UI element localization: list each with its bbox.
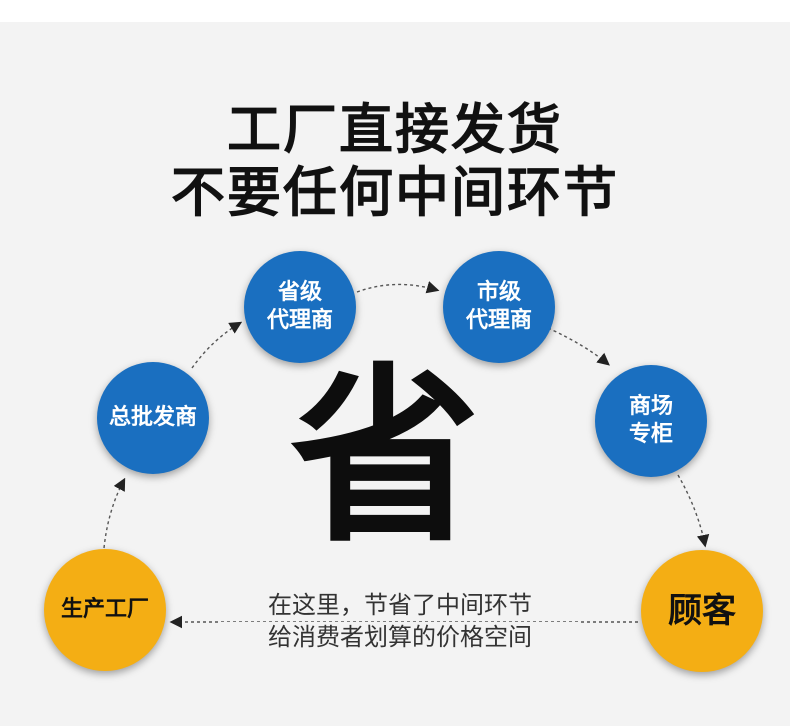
- node-customer-label: 顾客: [668, 591, 736, 631]
- node-mall-label: 商场 专柜: [628, 394, 673, 447]
- headline-line1: 工厂直接发货: [227, 98, 563, 161]
- top-strip: [0, 0, 790, 22]
- arrow-mall-to-customer: [677, 474, 710, 548]
- arrow-provincial-to-city: [356, 281, 440, 294]
- node-wholesaler-label: 总批发商: [108, 405, 197, 430]
- arrow-factory-to-wholesale: [103, 477, 126, 549]
- savings-note-line2: 给消费者划算的价格空间: [220, 622, 580, 652]
- headline-line2: 不要任何中间环节: [171, 161, 619, 224]
- arrow-wholesale-to-provincial: [191, 321, 243, 369]
- node-provincial-agent: 省级 代理商: [244, 251, 356, 363]
- node-city-agent: 市级 代理商: [443, 251, 555, 363]
- node-factory: 生产工厂: [44, 549, 166, 671]
- node-customer: 顾客: [641, 550, 763, 672]
- node-city-label: 市级 代理商: [465, 280, 532, 333]
- savings-note-line1: 在这里，节省了中间环节: [220, 590, 580, 620]
- node-mall-counter: 商场 专柜: [595, 365, 707, 477]
- node-wholesaler: 总批发商: [97, 362, 209, 474]
- arrow-city-to-mall: [547, 327, 610, 366]
- save-character: 省: [290, 347, 481, 568]
- node-factory-label: 生产工厂: [60, 597, 149, 622]
- node-provincial-label: 省级 代理商: [266, 280, 333, 333]
